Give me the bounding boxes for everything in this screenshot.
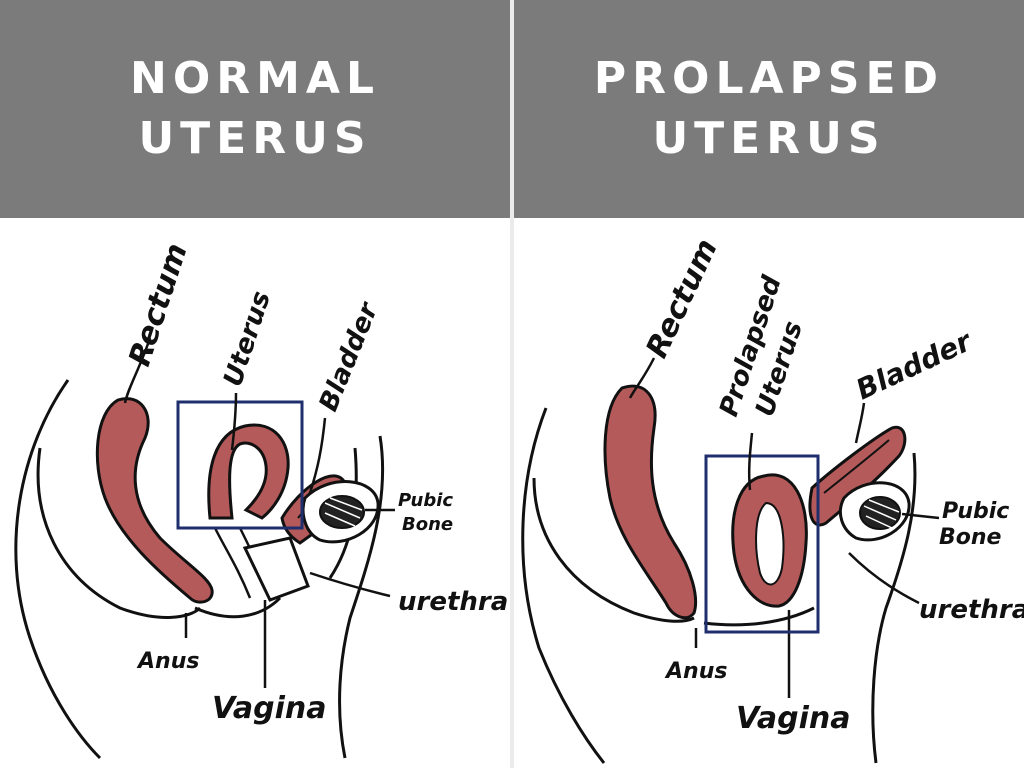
panel-divider [510, 0, 514, 768]
rectum-label: Rectum [640, 234, 725, 364]
header-line-1: NORMAL [130, 53, 380, 104]
vagina-label: Vagina [736, 701, 851, 736]
normal-uterus-panel: NORMAL UTERUS [0, 0, 510, 768]
pubic-label: Pubic [398, 490, 453, 511]
uterus-pointer [230, 392, 238, 451]
uterus-inner [755, 501, 785, 586]
bone-label: Bone [939, 525, 1002, 550]
bladder-organ [808, 425, 907, 527]
prolapsed-uterus-panel: PROLAPSED UTERUS Rectum Prol [514, 0, 1024, 768]
urethra-block [242, 536, 310, 602]
urethra-pointer [848, 552, 920, 605]
rectum-organ [95, 397, 214, 604]
bladder-label: Bladder [851, 324, 978, 407]
rectum-label: Rectum [122, 239, 194, 370]
bladder-pointer [854, 402, 866, 444]
vagina-label: Vagina [212, 691, 327, 726]
body-outline-front [338, 435, 385, 759]
bladder-inner [823, 439, 890, 494]
pubic-pointer [901, 512, 940, 520]
header-line-2: UTERUS [652, 113, 886, 164]
urethra-pointer [309, 571, 391, 598]
uterus-pointer [747, 432, 754, 491]
uterus-highlight-box [176, 400, 304, 530]
header-line-1: PROLAPSED [593, 53, 945, 104]
rectum-organ [603, 384, 698, 620]
body-outline-back [14, 379, 102, 760]
pubic-bone [319, 495, 365, 529]
perineum-outline [703, 606, 815, 627]
uterus-highlight-box [704, 454, 820, 634]
normal-uterus-diagram: Rectum Uterus Bladder Pubic Bone urethra… [14, 239, 508, 760]
vagina-wall-1 [213, 527, 252, 599]
bladder-label: Bladder [314, 297, 385, 416]
prolapsed-uterus-diagram: Rectum Prolapsed Uterus Bladder Pubic Bo… [521, 234, 1024, 764]
uterus-label: Uterus [218, 288, 277, 390]
normal-uterus-header: NORMAL UTERUS [0, 0, 510, 218]
pubic-bone-hatch [324, 497, 363, 527]
bone-label: Bone [402, 514, 453, 535]
perineum-outline [194, 596, 282, 619]
prolapsed-uterus-header: PROLAPSED UTERUS [514, 0, 1024, 218]
header-line-2: UTERUS [138, 113, 372, 164]
body-outline-front [871, 452, 917, 764]
body-outline-buttock [532, 477, 695, 623]
body-outline-back [521, 407, 606, 764]
body-outline-buttock [36, 447, 202, 619]
uterus-organ [207, 423, 290, 520]
anus-label: Anus [664, 659, 727, 684]
pubic-label: Pubic [942, 499, 1009, 524]
urethra-label: urethra [919, 595, 1024, 625]
rectum-pointer [123, 337, 152, 404]
pubic-bone-hatch [863, 499, 900, 529]
rectum-pointer [628, 357, 656, 399]
anus-label: Anus [136, 649, 199, 674]
urethra-label: urethra [398, 587, 508, 617]
bladder-pointer [308, 417, 327, 494]
